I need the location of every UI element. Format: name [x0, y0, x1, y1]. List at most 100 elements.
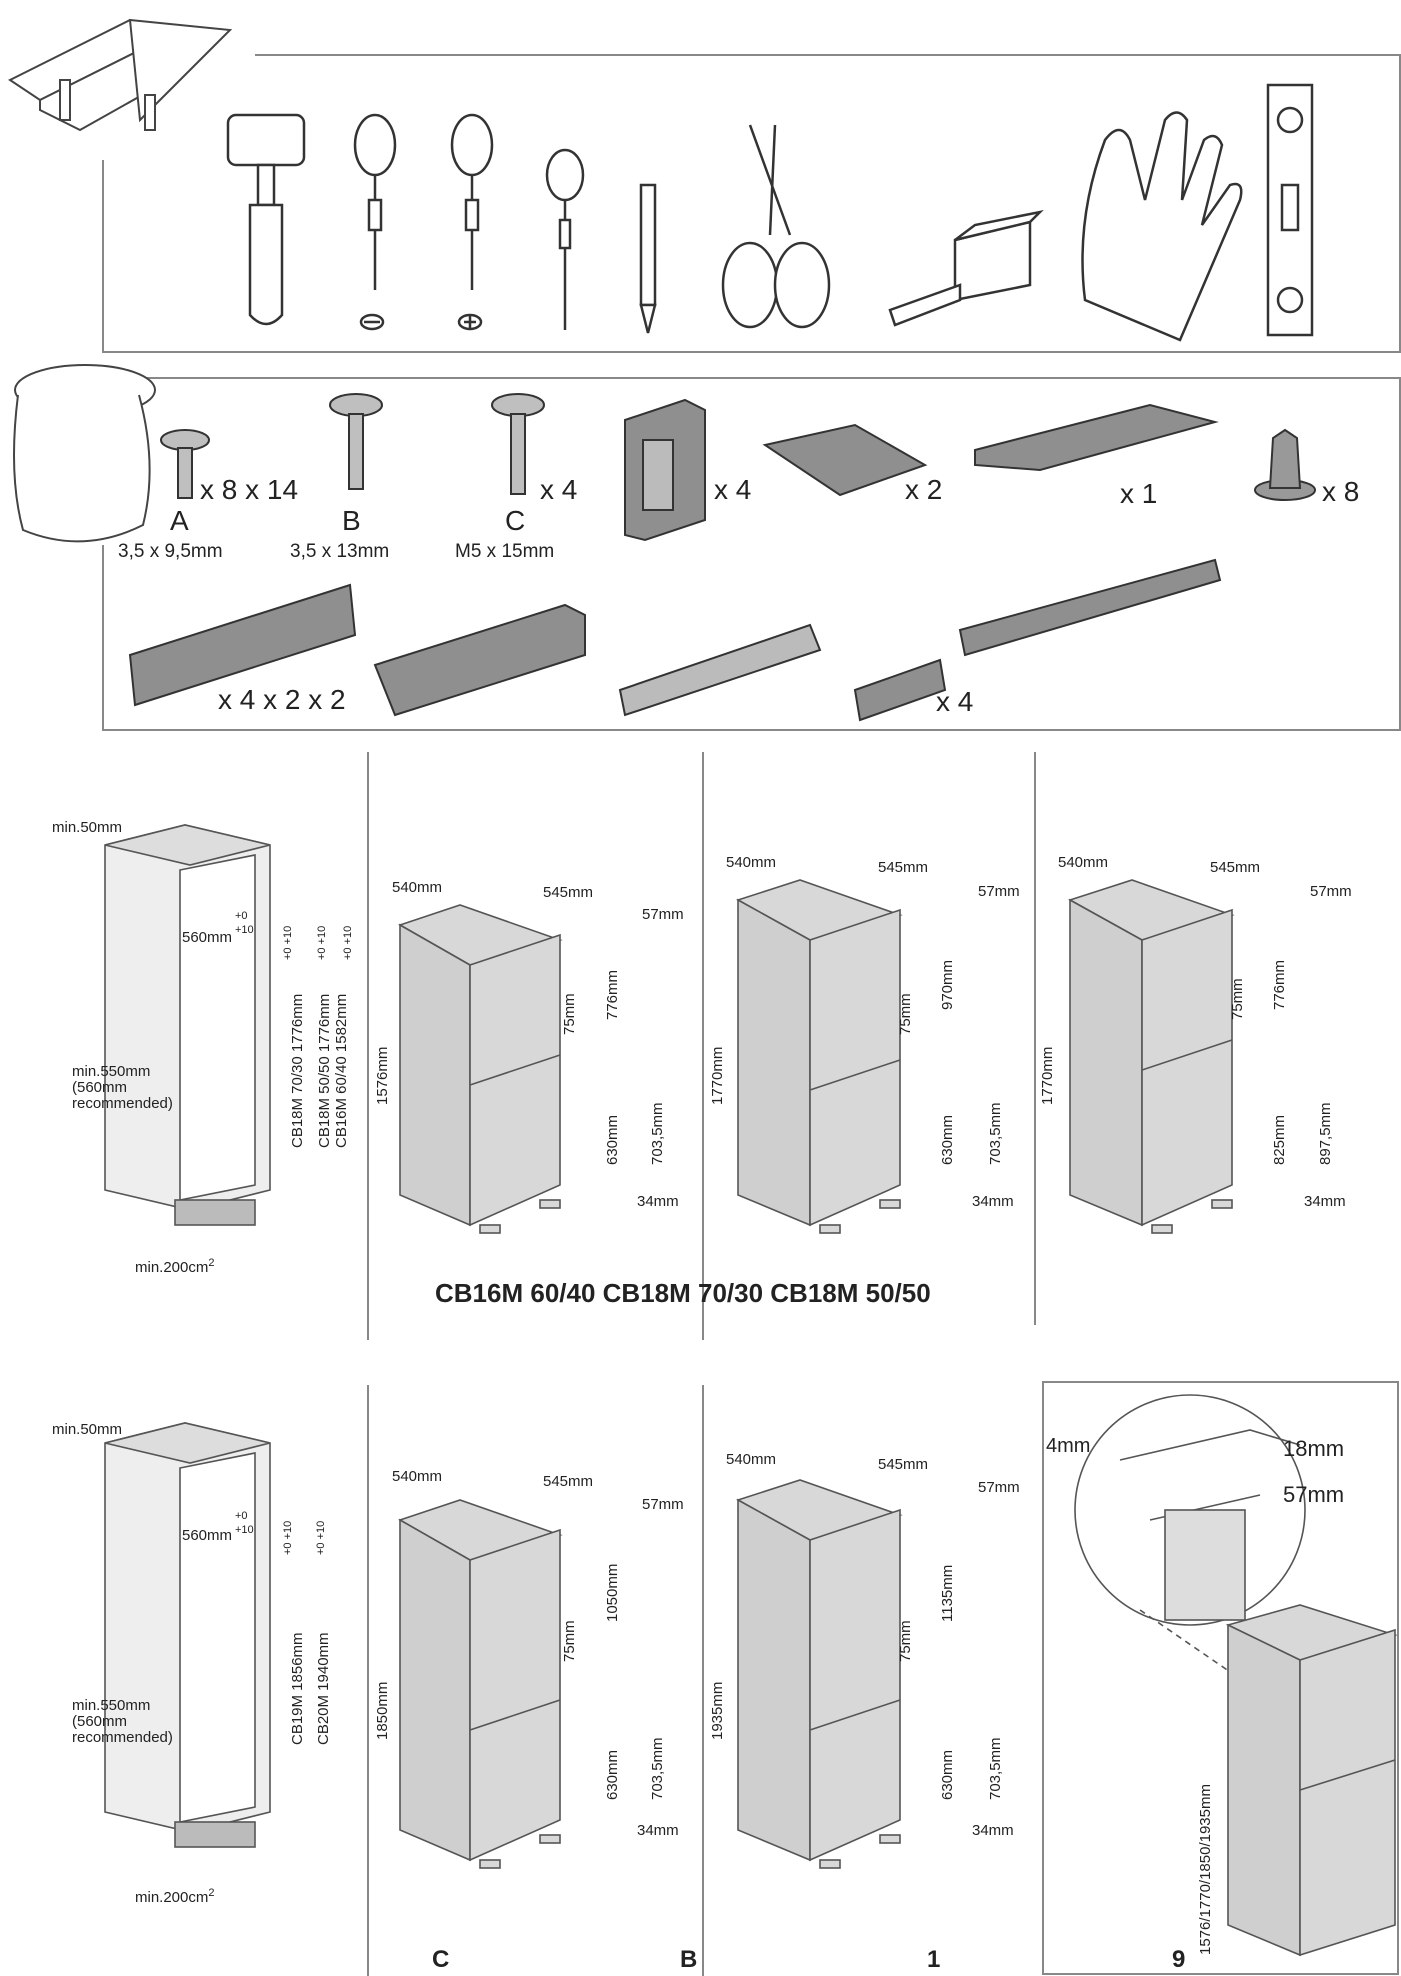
fridge5-bottom: 34mm — [972, 1822, 1014, 1839]
fridge5-upper: 1135mm — [939, 1564, 956, 1622]
fridge1-bottom: 34mm — [637, 1193, 679, 1210]
fridge4-width: 540mm — [392, 1468, 443, 1485]
fridge-5 — [736, 1479, 903, 1869]
fridge2-top: 57mm — [978, 883, 1020, 900]
tools-frame — [102, 54, 1401, 353]
fridge4-gap: 75mm — [561, 1620, 578, 1662]
gloves-icon — [1081, 111, 1243, 342]
section-dividers — [367, 752, 1399, 1976]
niche2-tol-plus: +0 — [235, 1510, 248, 1522]
fridge-6 — [1225, 1604, 1398, 1957]
screw-c-size: M5 x 15mm — [455, 541, 555, 562]
screw-icons — [160, 393, 545, 499]
niche2-depth-note1: (560mm — [72, 1713, 128, 1730]
plate-qty: x 2 — [905, 474, 943, 505]
caption-c: C — [432, 1946, 450, 1973]
niche2-tol-2: +0 +10 — [315, 1520, 327, 1555]
detail-heights: 1576/1770/1850/1935mm — [1197, 1784, 1214, 1955]
fridge1-height: 1576mm — [374, 1046, 391, 1105]
detail-profile: 18mm — [1283, 1436, 1345, 1461]
detail-zoom — [1074, 1394, 1319, 1721]
rails-qty: x 4 x 2 x 2 — [218, 684, 346, 715]
niche2-height-2: CB20M 1940mm — [315, 1632, 332, 1745]
fridge3-bottom: 34mm — [1304, 1193, 1346, 1210]
fridge5-lower2: 703,5mm — [987, 1737, 1004, 1800]
hammer-icon — [226, 113, 306, 326]
models-caption: CB16M 60/40 CB18M 70/30 CB18M 50/50 — [435, 1278, 931, 1308]
screw-b-size: 3,5 x 13mm — [290, 541, 390, 562]
caption-b: B — [680, 1946, 698, 1973]
niche1-tol-plus: +0 — [235, 910, 248, 922]
fridge1-lower: 630mm — [604, 1114, 621, 1165]
bracket-icon — [624, 398, 706, 542]
cover-qty: x 1 — [1120, 478, 1158, 509]
screw-c-qty: x 4 — [540, 474, 578, 505]
fridge5-gap: 75mm — [897, 1620, 914, 1662]
caption-1: 1 — [927, 1946, 941, 1973]
clip-icon — [1254, 428, 1316, 501]
fridge4-top: 57mm — [642, 1496, 684, 1513]
fridge1-width: 540mm — [392, 879, 443, 896]
fridge4-lower2: 703,5mm — [649, 1737, 666, 1800]
niche1-tol-3: +0 +10 — [342, 925, 354, 960]
niche1-depth-note2: recommended) — [72, 1095, 173, 1112]
niche1-depth: min.550mm — [72, 1063, 151, 1080]
niche1-height-2: CB18M 50/50 1776mm — [316, 993, 333, 1148]
fridge5-top: 57mm — [978, 1479, 1020, 1496]
fridge3-upper: 776mm — [1271, 959, 1288, 1010]
niche-cabinet-2 — [104, 1422, 271, 1848]
niche1-top-gap: min.50mm — [52, 819, 123, 836]
pencil-icon — [639, 183, 657, 334]
bracket-qty: x 4 — [714, 474, 752, 505]
screw-b-letter: B — [342, 505, 361, 536]
niche1-tol-minus: +10 — [235, 924, 254, 936]
niche-cabinet-1 — [104, 824, 271, 1226]
fridge4-depth: 545mm — [543, 1473, 594, 1490]
screwdriver-icons — [353, 113, 585, 331]
fridge2-gap: 75mm — [897, 993, 914, 1035]
niche1-depth-note1: (560mm — [72, 1079, 128, 1096]
fridge1-depth: 545mm — [543, 884, 594, 901]
screw-a-size: 3,5 x 9,5mm — [118, 541, 223, 562]
screw-a-qty: x 8 x 14 — [200, 474, 299, 505]
slide-qty: x 4 — [936, 686, 974, 717]
spirit-level-icon — [1266, 83, 1314, 337]
clip-qty: x 8 — [1322, 476, 1360, 507]
fridge3-width: 540mm — [1058, 854, 1109, 871]
rail-icons — [128, 558, 1222, 722]
fridge1-top: 57mm — [642, 906, 684, 923]
fridge-2 — [736, 879, 903, 1234]
cover-plate-icon — [762, 423, 928, 497]
fridge5-depth: 545mm — [878, 1456, 929, 1473]
fridge4-upper: 1050mm — [604, 1563, 621, 1622]
toolbox-icon — [8, 18, 233, 132]
fridge2-upper: 970mm — [939, 959, 956, 1010]
fridge3-depth: 545mm — [1210, 859, 1261, 876]
fridge4-lower: 630mm — [604, 1749, 621, 1800]
fridge3-top: 57mm — [1310, 883, 1352, 900]
detail-gap: 4mm — [1046, 1435, 1091, 1457]
fridge3-lower: 825mm — [1271, 1114, 1288, 1165]
niche2-tol-minus: +10 — [235, 1524, 254, 1536]
niche1-height-1: CB18M 70/30 1776mm — [289, 993, 306, 1148]
fridge2-width: 540mm — [726, 854, 777, 871]
fridge5-height: 1935mm — [709, 1681, 726, 1740]
fridge2-depth: 545mm — [878, 859, 929, 876]
scissors-icon — [721, 124, 831, 329]
fridge3-gap: 75mm — [1229, 978, 1246, 1020]
niche2-vent: min.200cm2 — [135, 1887, 215, 1906]
fridge4-height: 1850mm — [374, 1681, 391, 1740]
fridge4-bottom: 34mm — [637, 1822, 679, 1839]
fridge1-gap: 75mm — [561, 993, 578, 1035]
cover-strip-icon — [974, 403, 1219, 472]
parts-frame — [102, 377, 1401, 731]
niche2-depth: min.550mm — [72, 1697, 151, 1714]
fridge2-lower: 630mm — [939, 1114, 956, 1165]
fridge3-lower2: 897,5mm — [1317, 1102, 1334, 1165]
niche2-tol-1: +0 +10 — [282, 1520, 294, 1555]
caption-9: 9 — [1172, 1946, 1186, 1973]
tape-measure-icon — [888, 209, 1044, 327]
niche1-height-3: CB16M 60/40 1582mm — [333, 993, 350, 1148]
niche2-height-1: CB19M 1856mm — [289, 1632, 306, 1745]
